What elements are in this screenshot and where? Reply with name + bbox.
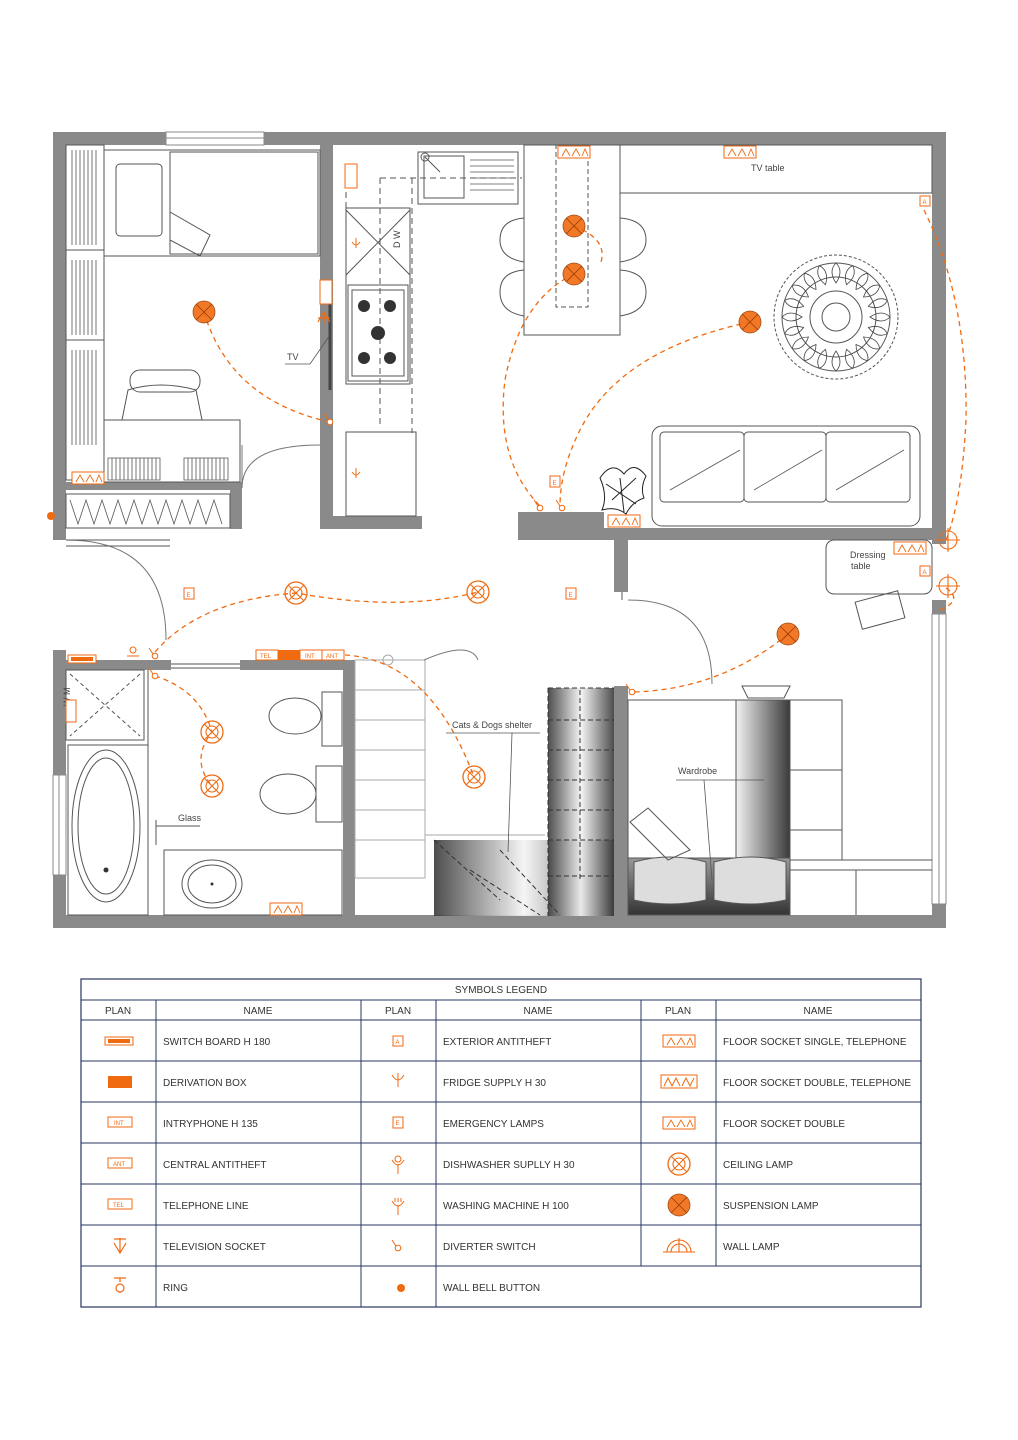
plant	[599, 467, 647, 515]
wall-bell-button	[47, 512, 55, 520]
legend-name: CENTRAL ANTITHEFT	[163, 1160, 267, 1171]
legend-name: FRIDGE SUPPLY H 30	[443, 1078, 546, 1089]
legend-name: FLOOR SOCKET SINGLE, TELEPHONE	[723, 1037, 907, 1048]
svg-text:TEL: TEL	[260, 654, 272, 660]
tv-label: TV	[287, 352, 299, 362]
svg-text:INT: INT	[305, 654, 315, 660]
wall-bell-button-icon	[397, 1284, 405, 1292]
stove-burners	[358, 300, 396, 364]
symbols-legend: SYMBOLS LEGEND PLAN NAME PLAN NAME PLAN …	[80, 978, 922, 1308]
supply-outlets	[351, 238, 361, 478]
legend-title: SYMBOLS LEGEND	[455, 985, 547, 996]
dressing-table-label-1: Dressing	[850, 550, 886, 560]
cats-dogs-shelter-label: Cats & Dogs shelter	[452, 720, 532, 730]
wardrobe-leader	[676, 779, 764, 881]
legend-name: WALL BELL BUTTON	[443, 1283, 540, 1294]
svg-text:E: E	[396, 1121, 400, 1127]
kitchen	[345, 144, 647, 517]
bathroom	[65, 663, 343, 916]
legend-name: EMERGENCY LAMPS	[443, 1119, 544, 1130]
ring-icon	[114, 1277, 126, 1293]
dressing-table-label-2: table	[851, 561, 871, 571]
shelter-column	[548, 688, 614, 916]
legend-name: INTRYPHONE H 135	[163, 1119, 258, 1130]
legend-name: TELEPHONE LINE	[163, 1201, 249, 1212]
television-socket-icon	[113, 1238, 127, 1255]
svg-text:A: A	[396, 1040, 400, 1046]
legend-name: SWITCH BOARD H 180	[163, 1037, 271, 1048]
derivation-box-icon	[108, 1076, 132, 1088]
svg-text:E: E	[553, 481, 557, 487]
legend-header-plan-1: PLAN	[105, 1006, 131, 1017]
suspension-lamps	[192, 214, 800, 646]
legend-name: RING	[163, 1283, 188, 1294]
tv-table-label: TV table	[751, 163, 785, 173]
svg-text:A: A	[923, 570, 927, 576]
legend-name: TELEVISION SOCKET	[163, 1242, 266, 1253]
suspension-lamp-icon	[667, 1193, 691, 1217]
glass-label: Glass	[178, 813, 202, 823]
wardrobe-label: Wardrobe	[678, 766, 717, 776]
legend-name: SUSPENSION LAMP	[723, 1201, 819, 1212]
central-antitheft-icon: ANT	[107, 1157, 133, 1169]
bedroom-right	[627, 685, 932, 916]
legend-header-plan-3: PLAN	[665, 1006, 691, 1017]
floor-socket-single-telephone-icon	[662, 1034, 696, 1048]
tv-socket	[317, 310, 331, 324]
svg-text:TEL: TEL	[113, 1203, 125, 1209]
legend-name: EXTERIOR ANTITHEFT	[443, 1037, 551, 1048]
stairs	[354, 649, 545, 879]
legend-name: WALL LAMP	[723, 1242, 780, 1253]
dishwasher-supply-icon	[391, 1155, 405, 1174]
shelter-dashes	[433, 687, 614, 916]
wall-sockets-vertical	[65, 163, 358, 723]
legend-name: DERIVATION BOX	[163, 1078, 247, 1089]
svg-text:E: E	[569, 593, 573, 599]
wall-lamp-icon	[663, 1238, 695, 1253]
svg-text:ANT: ANT	[326, 654, 338, 660]
legend-header-name-2: NAME	[524, 1006, 553, 1017]
legend-name: DIVERTER SWITCH	[443, 1242, 536, 1253]
legend-name: FLOOR SOCKET DOUBLE, TELEPHONE	[723, 1078, 911, 1089]
legend-name: WASHING MACHINE H 100	[443, 1201, 569, 1212]
washing-machine-supply-icon	[391, 1198, 405, 1215]
intryphone-icon: INT	[107, 1116, 133, 1128]
telephone-line-icon: TEL	[107, 1198, 133, 1210]
tv-leader: TV	[285, 334, 331, 365]
cats-dogs-leader	[446, 732, 540, 853]
exterior-antitheft-icon: A	[392, 1035, 404, 1047]
wall-lamps	[935, 527, 961, 599]
legend-header-name-3: NAME	[804, 1006, 833, 1017]
switch-board-icon	[104, 1036, 134, 1046]
floor-socket-double-telephone-icon	[660, 1074, 698, 1089]
entry-panel: TEL INT ANT	[67, 646, 345, 664]
fridge-supply-icon	[391, 1073, 405, 1087]
legend-header-name-1: NAME	[244, 1006, 273, 1017]
legend-name: CEILING LAMP	[723, 1160, 793, 1171]
svg-text:ANT: ANT	[113, 1162, 125, 1168]
walls	[53, 132, 946, 928]
svg-text:INT: INT	[114, 1121, 124, 1127]
exterior-antitheft-markers: A A	[919, 195, 931, 577]
emergency-lamp-icon: E	[392, 1116, 404, 1129]
rug-pattern	[781, 262, 891, 372]
emergency-lamp-markers: E E E	[183, 475, 577, 600]
diverter-switches	[148, 413, 636, 696]
bedroom-left	[65, 144, 332, 641]
floor-socket-double-icon	[662, 1116, 696, 1130]
legend-header-plan-2: PLAN	[385, 1006, 411, 1017]
svg-text:E: E	[187, 593, 191, 599]
legend-name: DISHWASHER SUPLLY H 30	[443, 1160, 575, 1171]
legend-name: FLOOR SOCKET DOUBLE	[723, 1119, 845, 1130]
living-room	[619, 144, 933, 685]
dishwasher-label: D W	[392, 230, 402, 248]
svg-text:A: A	[923, 200, 927, 206]
washing-machine-label: W M	[62, 688, 72, 707]
